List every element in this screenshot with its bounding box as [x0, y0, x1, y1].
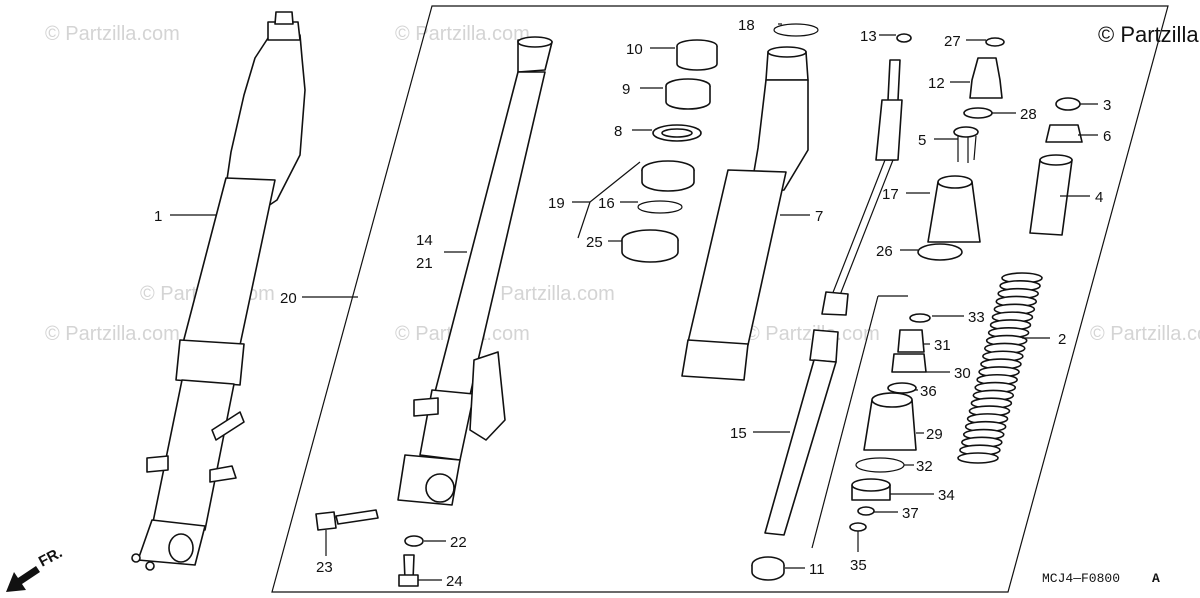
part-4-collar [1029, 154, 1073, 236]
callout-12: 12 [928, 75, 945, 92]
watermark: © Partzilla.com [480, 283, 615, 305]
watermark: © Partzilla.com [1090, 323, 1200, 345]
callout-37: 37 [902, 505, 919, 522]
leader-lines [170, 23, 1098, 581]
part-37-washer [857, 506, 875, 516]
callout-8: 8 [614, 123, 622, 140]
callout-26: 26 [876, 243, 893, 260]
part-19-oil-seal [641, 160, 695, 192]
callout-31: 31 [934, 337, 951, 354]
callout-labels: 1 2 3 4 5 6 7 8 9 10 11 12 13 14 15 16 1… [154, 17, 1111, 590]
part-9-bushing [665, 78, 711, 110]
callout-4: 4 [1095, 189, 1103, 206]
part-25-dust-seal [621, 229, 679, 263]
watermark: © Partzilla.com [745, 323, 880, 345]
callout-34: 34 [938, 487, 955, 504]
callout-20: 20 [280, 290, 297, 307]
part-16-clip [637, 200, 683, 214]
callout-14: 14 [416, 232, 433, 249]
part-30-nut [891, 353, 927, 373]
watermark: © Partzilla.com [395, 23, 530, 45]
spring-coil [957, 452, 999, 464]
part-26-o-ring [917, 243, 963, 261]
callout-32: 32 [916, 458, 933, 475]
part-28-o-ring [963, 107, 993, 119]
watermark: © Partzilla.com [45, 323, 180, 345]
callout-3: 3 [1103, 97, 1111, 114]
callout-19: 19 [548, 195, 565, 212]
part-27-washer [985, 37, 1005, 47]
front-direction-arrow-icon [6, 566, 40, 592]
callout-23: 23 [316, 559, 333, 576]
callout-11: 11 [809, 561, 825, 578]
part-1-fork-assembly [131, 11, 306, 571]
part-29-piston [863, 392, 917, 451]
part-12-adjuster [969, 57, 1003, 99]
part-17-spring-seat [927, 175, 981, 243]
diagram-code: MCJ4—F0800 [1042, 571, 1120, 586]
callout-2: 2 [1058, 331, 1066, 348]
part-11-bushing [751, 556, 785, 581]
part-2-fork-spring [957, 272, 1043, 464]
callout-30: 30 [954, 365, 971, 382]
callout-18: 18 [738, 17, 755, 34]
callout-33: 33 [968, 309, 985, 326]
callout-29: 29 [926, 426, 943, 443]
part-32-clip [855, 457, 905, 473]
callout-1: 1 [154, 208, 162, 225]
part-13-washer [896, 33, 912, 43]
watermark: © Partzilla.com [45, 23, 180, 45]
part-5-bracket [953, 126, 979, 163]
callout-13: 13 [860, 28, 877, 45]
callout-16: 16 [598, 195, 615, 212]
callout-15: 15 [730, 425, 747, 442]
callout-25: 25 [586, 234, 603, 251]
callout-9: 9 [622, 81, 630, 98]
part-36-washer [887, 382, 917, 394]
direction-label: FR. [36, 544, 65, 570]
callout-5: 5 [918, 132, 926, 149]
callout-7: 7 [815, 208, 823, 225]
part-10-bushing [676, 39, 718, 71]
diagram-code-suffix: A [1152, 571, 1160, 586]
part-18-clip [773, 23, 819, 37]
part-31-nut [897, 329, 925, 353]
part-34-collar [851, 478, 891, 501]
callout-35: 35 [850, 557, 867, 574]
part-15-damper-rod [764, 59, 903, 536]
callout-21: 21 [416, 255, 433, 272]
callout-6: 6 [1103, 128, 1111, 145]
part-6-seat [1045, 124, 1083, 143]
part-35-washer [849, 522, 867, 532]
callout-36: 36 [920, 383, 937, 400]
callout-24: 24 [446, 573, 463, 590]
part-7-outer-tube [681, 46, 809, 381]
part-3-nut [1055, 97, 1081, 111]
callout-28: 28 [1020, 106, 1037, 123]
part-22-washer [404, 535, 424, 547]
callout-22: 22 [450, 534, 467, 551]
part-8-washer [652, 124, 702, 142]
callout-27: 27 [944, 33, 961, 50]
callout-10: 10 [626, 41, 643, 58]
callout-17: 17 [882, 186, 899, 203]
assembly-boundary [271, 5, 1169, 593]
part-33-washer [909, 313, 931, 323]
part-14-21-inner-tube [397, 36, 553, 506]
copyright-text: © Partzilla [1098, 22, 1199, 47]
part-24-bolt [398, 554, 419, 587]
part-23-bolt [315, 509, 379, 531]
